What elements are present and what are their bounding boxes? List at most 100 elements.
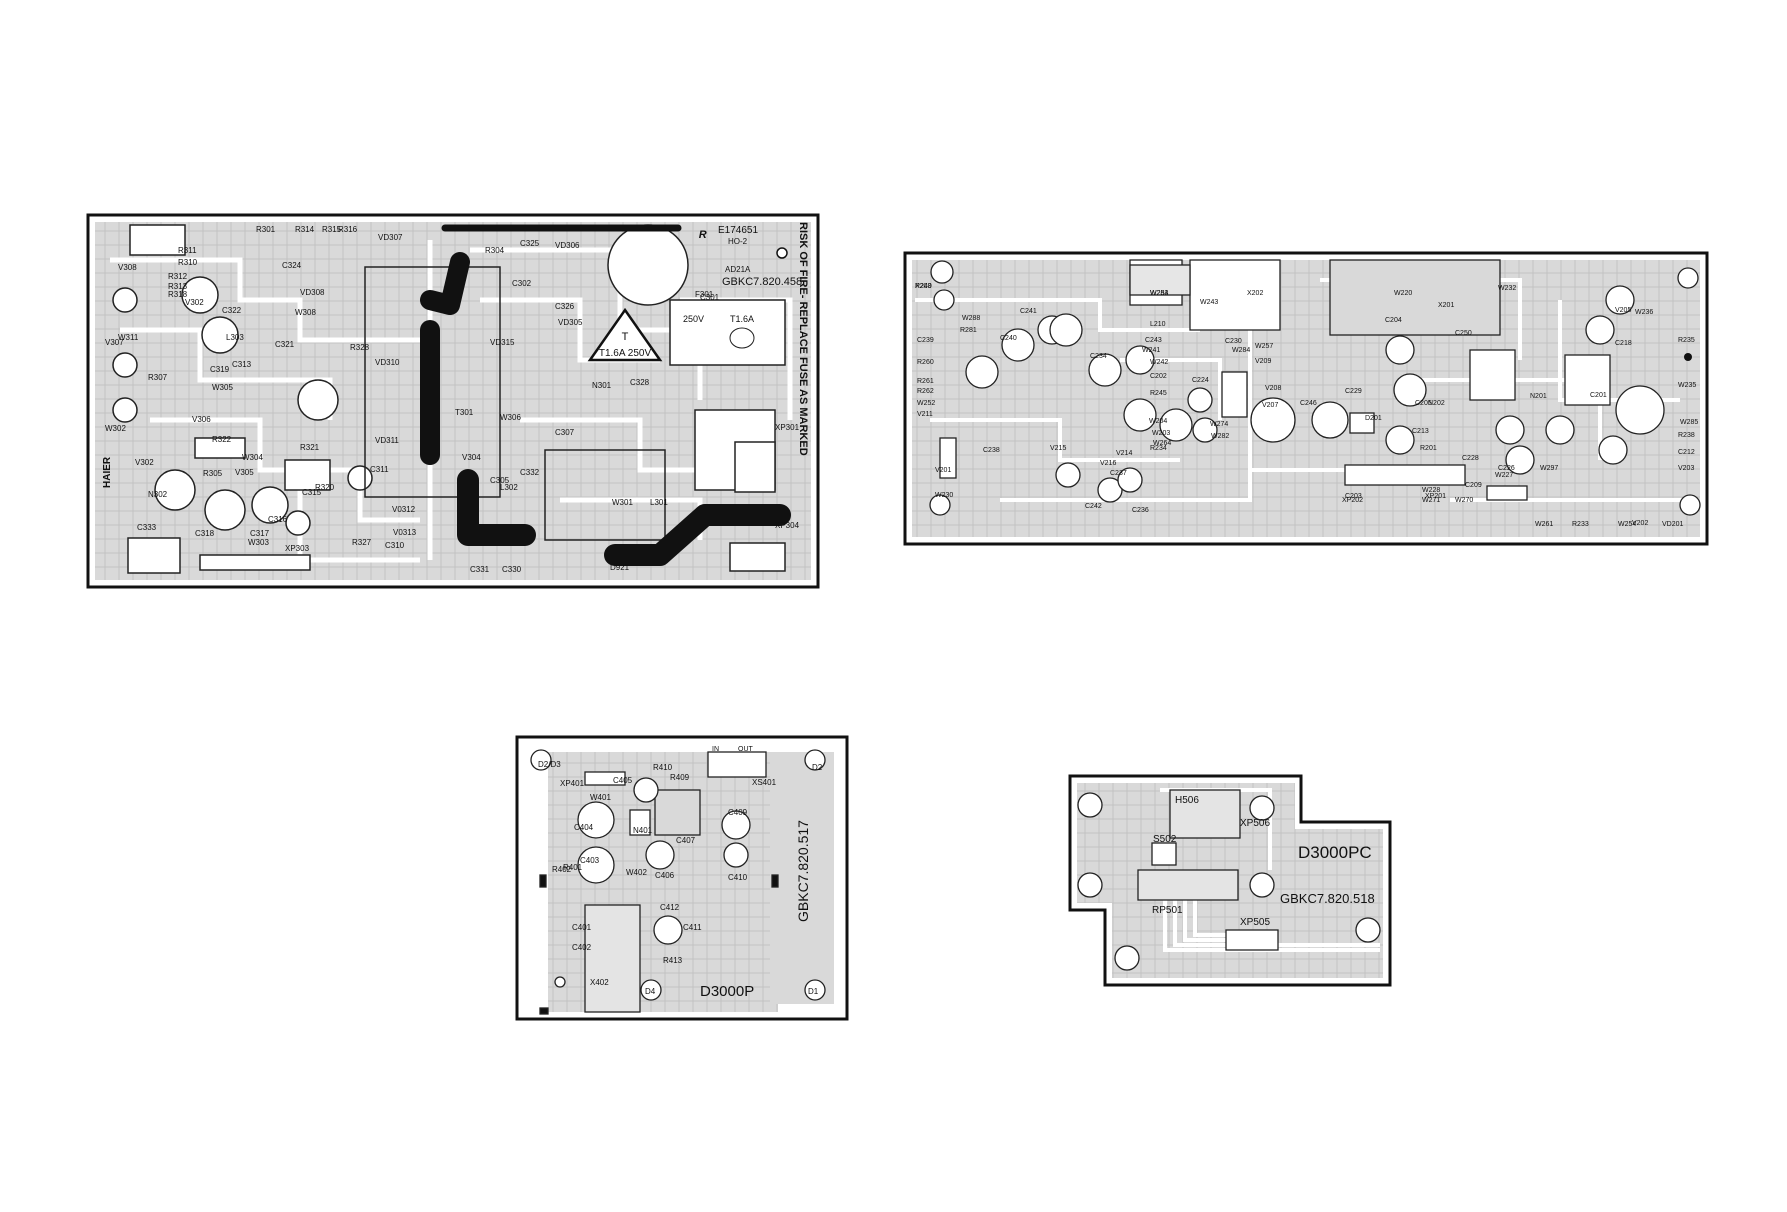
component-label: C405 [613,776,633,785]
component-label: C205 [1415,400,1432,407]
power-cert: E174651 [718,225,758,236]
component-label: R233 [1572,521,1589,528]
component-label: N401 [633,826,653,835]
component-label: C326 [555,302,575,311]
component-label: W284 [1232,347,1250,354]
component-label: D921 [610,563,630,572]
component-label: XP506 [1240,818,1270,829]
component-label: C204 [1385,317,1402,324]
component-label: C319 [210,365,230,374]
component-label: C407 [676,836,696,845]
component-label: C313 [232,360,252,369]
panel-part-no: GBKC7.820.518 [1280,891,1375,906]
component-label: H506 [1175,795,1199,806]
component-label: R238 [1678,432,1695,439]
component-label: V201 [935,467,951,474]
component-label: C236 [1132,507,1149,514]
component-label: W308 [295,308,316,317]
fuse-warning-triangle: T T1.6A 250V [587,307,663,362]
component-label: C305 [490,476,510,485]
component-label: R321 [300,443,320,452]
component-label: C332 [520,468,540,477]
input-out-label: OUT [738,746,754,753]
component-label: V306 [192,415,211,424]
component-label: C401 [572,923,592,932]
component-label: C411 [683,923,702,932]
component-label: VD315 [490,338,515,347]
component-label: C202 [1150,373,1167,380]
component-label: V307 [105,338,124,347]
component-label: R320 [315,483,335,492]
component-label: T301 [455,408,474,417]
component-label: R304 [485,246,505,255]
component-label: W304 [242,453,263,462]
component-label: C316 [268,515,288,524]
component-label: W227 [1495,472,1513,479]
component-label: D1 [808,987,819,996]
component-label: V202 [1632,520,1648,527]
input-part-no: GBKC7.820.517 [795,820,811,922]
component-label: N302 [148,490,168,499]
component-label: V208 [1265,385,1281,392]
component-label: R201 [1420,445,1437,452]
component-label: C237 [1110,470,1127,477]
component-label: V0312 [392,505,416,514]
component-label: V305 [235,468,254,477]
component-label: W253 [1150,290,1168,297]
component-label: R313 [168,282,188,291]
panel-board: D3000PC GBKC7.820.518 H506XP506S502RP501… [1068,774,1392,987]
power-brand: HAIER [102,456,113,488]
component-label: VD311 [375,436,399,445]
component-label: W220 [1394,290,1412,297]
component-label: R409 [670,773,690,782]
component-label: W257 [1255,343,1273,350]
component-label: C229 [1345,388,1362,395]
component-label: W285 [1680,419,1698,426]
component-label: W232 [1498,285,1516,292]
component-label: C203 [1345,493,1362,500]
component-label: V214 [1116,450,1132,457]
component-label: V302 [185,298,204,307]
component-label: W270 [1455,497,1473,504]
fuse-risk-warning: RISK OF FIRE- REPLACE FUSE AS MARKED [797,222,809,456]
component-label: V211 [917,411,933,418]
component-label: V302 [135,458,154,467]
component-label: C226 [1498,465,1515,472]
component-label: V215 [1050,445,1066,452]
component-label: R315 [322,225,342,234]
component-label: W254 [1618,521,1636,528]
component-label: XP304 [775,521,800,530]
component-label: R305 [203,469,223,478]
component-label: W306 [500,413,521,422]
component-label: V203 [1678,465,1694,472]
component-label: VD308 [300,288,325,297]
component-label: C212 [1678,449,1695,456]
component-label: C409 [728,808,748,817]
component-label: R262 [917,388,934,395]
fuse-voltage-label: 250V [683,314,704,324]
component-label: C201 [1590,392,1607,399]
component-label: V207 [1262,402,1278,409]
component-label: C242 [1085,503,1102,510]
component-label: VD201 [1662,521,1684,528]
component-label: R240 [915,283,932,290]
component-label: R307 [148,373,168,382]
component-label: W261 [1535,521,1553,528]
component-label: X202 [1247,290,1263,297]
component-label: VD307 [378,233,403,242]
component-label: W402 [626,868,647,877]
component-label: C250 [1455,330,1472,337]
component-label: W301 [612,498,633,507]
component-label: W311 [118,333,139,342]
component-label: C213 [1412,428,1429,435]
component-label: W288 [962,315,980,322]
component-label: W274 [1210,421,1228,428]
component-label: R401 [563,863,583,872]
component-label: V209 [1255,358,1271,365]
ul-logo: ᴿ [698,229,707,246]
